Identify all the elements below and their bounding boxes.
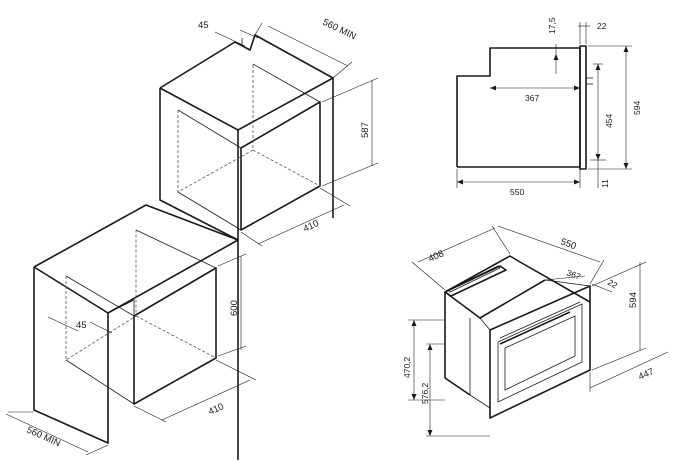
iso-label-367: 367 [565, 267, 582, 281]
side-dim-594: 594 [588, 45, 642, 170]
side-dim-17-5: 17,5 [547, 17, 559, 74]
iso-dim-367: 367 [544, 267, 586, 282]
side-label-594: 594 [632, 101, 642, 115]
oven-side-view [456, 45, 593, 170]
side-label-22: 22 [597, 21, 607, 31]
col-label-587: 587 [360, 122, 371, 138]
side-label-454: 454 [604, 114, 614, 128]
col-label-560-min: 560 MIN [321, 17, 358, 43]
col-dim-560-min: 560 MIN [254, 17, 358, 79]
side-label-367: 367 [525, 93, 539, 103]
base-label-560-min: 560 MIN [25, 425, 62, 450]
side-dim-367: 367 [490, 85, 580, 103]
iso-label-470-2: 470,2 [402, 356, 412, 378]
column-cabinet [159, 34, 334, 460]
col-dim-45: 45 [198, 20, 259, 47]
col-label-410: 410 [302, 218, 321, 235]
side-dim-22: 22 [578, 21, 607, 44]
oven-iso-view [444, 255, 591, 419]
base-dim-600: 600 [217, 253, 247, 357]
iso-dim-408: 408 [411, 225, 511, 291]
iso-label-447: 447 [637, 366, 656, 382]
base-cabinet [33, 204, 239, 444]
iso-dim-22: 22 [591, 277, 619, 293]
side-label-550: 550 [510, 187, 524, 197]
iso-dim-594: 594 [591, 261, 647, 371]
side-dim-550: 550 [456, 169, 581, 197]
iso-label-550: 550 [559, 236, 578, 252]
base-label-45: 45 [76, 320, 87, 331]
side-dim-454: 454 [593, 63, 614, 160]
iso-dim-470-2: 470,2 [402, 319, 445, 401]
side-label-11: 11 [600, 179, 610, 188]
iso-dim-550: 550 [497, 225, 605, 285]
iso-label-22: 22 [606, 277, 619, 291]
col-dim-587: 587 [321, 77, 379, 187]
base-label-410: 410 [207, 401, 226, 417]
base-label-600: 600 [229, 300, 240, 316]
side-dim-11: 11 [590, 159, 610, 188]
col-label-45: 45 [198, 20, 209, 31]
iso-label-594: 594 [628, 292, 639, 308]
base-dim-560-min: 560 MIN [5, 411, 109, 456]
base-dim-45: 45 [47, 316, 113, 334]
iso-dim-576-2: 576,2 [420, 343, 490, 437]
iso-label-576-2: 576,2 [420, 382, 430, 404]
side-label-17-5: 17,5 [547, 17, 557, 34]
iso-dim-447: 447 [589, 351, 669, 392]
